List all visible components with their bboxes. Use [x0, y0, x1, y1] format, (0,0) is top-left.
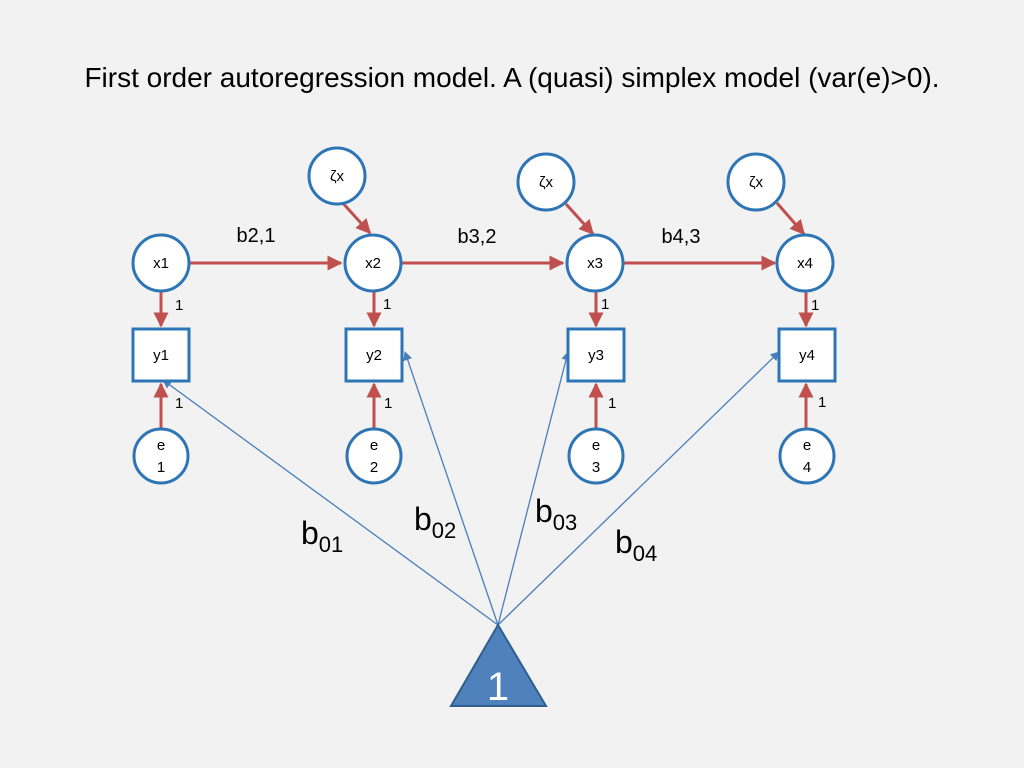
- observed-node-y1: y1: [131, 327, 191, 383]
- intercept-path-1: [162, 379, 499, 626]
- intercept-base: b: [414, 501, 432, 537]
- regression-label-b21: b2,1: [237, 225, 276, 247]
- latent-label: x4: [797, 255, 813, 272]
- intercept-base: b: [615, 524, 633, 560]
- observed-label: y2: [366, 347, 382, 364]
- error-label-top: e: [370, 437, 378, 454]
- disturbance-path-4: [775, 202, 806, 236]
- error-label-bottom: 4: [803, 459, 811, 476]
- error-node-1: e 1: [132, 427, 190, 485]
- error-label-top: e: [157, 437, 165, 454]
- observed-node-y2: y2: [344, 327, 404, 383]
- disturbance-node-3: ζx: [516, 152, 576, 212]
- disturbance-path-2: [338, 198, 372, 235]
- observed-node-y4: y4: [777, 327, 837, 383]
- slide-title: First order autoregression model. A (qua…: [84, 62, 940, 93]
- disturbance-label: ζx: [539, 174, 554, 191]
- intercept-label-b01: b01: [301, 515, 343, 557]
- disturbance-path-3: [564, 202, 595, 236]
- intercept-subscript: 03: [553, 510, 577, 535]
- loading-label-3: 1: [601, 296, 609, 313]
- error-path-label-3: 1: [608, 395, 616, 412]
- observed-node-y3: y3: [566, 327, 626, 383]
- intercept-path-3: [497, 351, 571, 626]
- latent-node-x3: x3: [565, 233, 625, 293]
- error-node-3: e 3: [567, 427, 625, 485]
- observed-label: y1: [153, 347, 169, 364]
- latent-node-x1: x1: [131, 233, 191, 293]
- disturbance-label: ζx: [749, 174, 764, 191]
- constant-triangle: 1: [449, 623, 548, 709]
- intercept-path-4: [497, 351, 780, 626]
- intercept-subscript: 01: [319, 532, 343, 557]
- error-label-bottom: 1: [157, 459, 165, 476]
- intercept-subscript: 02: [432, 518, 456, 543]
- disturbance-label: ζx: [330, 168, 345, 185]
- disturbance-node-2: ζx: [307, 146, 367, 206]
- error-node-4: e 4: [778, 427, 836, 485]
- latent-label: x1: [153, 255, 169, 272]
- regression-label-b32: b3,2: [458, 226, 497, 248]
- loading-label-4: 1: [811, 297, 819, 314]
- intercept-base: b: [535, 493, 553, 529]
- observed-label: y3: [588, 347, 604, 364]
- latent-label: x3: [587, 255, 603, 272]
- error-label-bottom: 3: [592, 459, 600, 476]
- error-label-top: e: [592, 437, 600, 454]
- latent-node-x4: x4: [775, 233, 835, 293]
- latent-label: x2: [365, 255, 381, 272]
- disturbance-node-4: ζx: [726, 152, 786, 212]
- intercept-path-2: [403, 351, 499, 626]
- loading-label-2: 1: [383, 296, 391, 313]
- error-path-label-4: 1: [818, 394, 826, 411]
- error-path-label-1: 1: [175, 395, 183, 412]
- intercept-label-b02: b02: [414, 501, 456, 543]
- intercept-base: b: [301, 515, 319, 551]
- error-path-label-2: 1: [384, 395, 392, 412]
- regression-label-b43: b4,3: [662, 226, 701, 248]
- intercept-label-b03: b03: [535, 493, 577, 535]
- loading-label-1: 1: [175, 297, 183, 314]
- latent-node-x2: x2: [343, 233, 403, 293]
- intercept-label-b04: b04: [615, 524, 657, 566]
- error-node-2: e 2: [345, 427, 403, 485]
- constant-label: 1: [487, 665, 509, 709]
- error-label-bottom: 2: [370, 459, 378, 476]
- observed-label: y4: [799, 347, 815, 364]
- intercept-subscript: 04: [633, 541, 657, 566]
- error-label-top: e: [803, 437, 811, 454]
